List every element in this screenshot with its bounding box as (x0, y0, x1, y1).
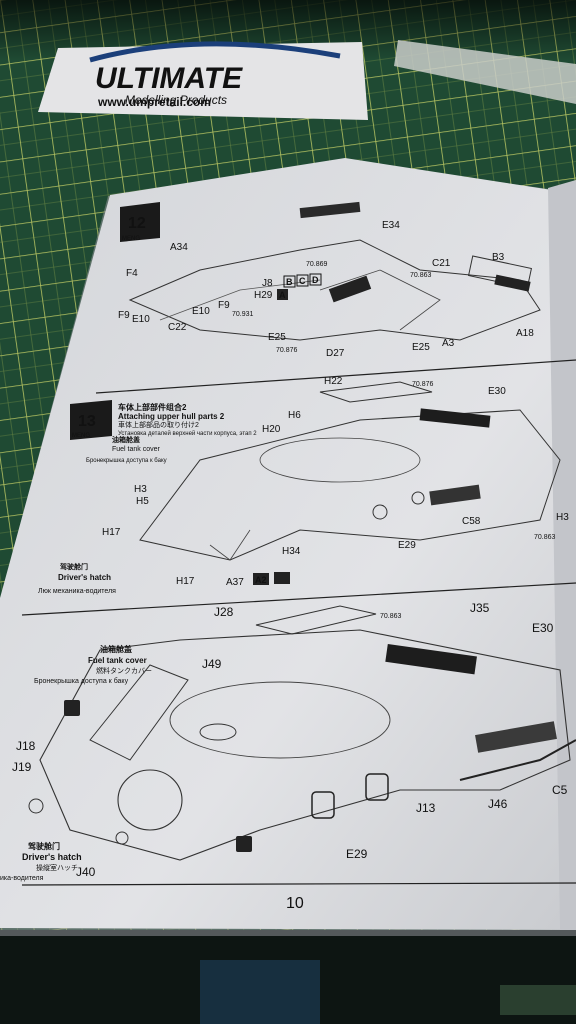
part-label: E29 (398, 540, 416, 551)
part-label: E29 (346, 847, 368, 861)
lower-labels: J28 J35 E30 J49 J18 J19 J40 E29 J13 J46 … (12, 601, 568, 879)
part-label: J35 (470, 601, 490, 615)
sticker-tagline: Modelling Products (125, 93, 227, 107)
hatch-label-cn: 驾驶舱门 (59, 562, 88, 571)
ultimate-sticker: ULTIMATE Modelling Products www.umpretai… (38, 41, 368, 120)
mat-corner (500, 985, 576, 1015)
part-label: H17 (176, 576, 195, 587)
step-13-paints: 70.876 70.863 (412, 381, 556, 541)
tag: B (286, 277, 293, 287)
step-13-meng: MENG (72, 433, 90, 439)
part-label: A3 (442, 338, 455, 349)
step-13-labels: H22 H6 H20 H3 H5 H17 H17 H34 C58 E29 A37… (102, 376, 569, 588)
paint-code: 70.863 (534, 534, 556, 541)
part-label: J18 (16, 739, 36, 753)
part-label: H5 (136, 496, 149, 507)
part-label: J8 (262, 278, 273, 289)
fuel-label-jp: 燃料タンクカバー (96, 666, 152, 675)
paint-code: 70.863 (410, 272, 432, 279)
fuel-label-ru: Бронекрышка доступа к баку (86, 458, 167, 464)
part-label: E30 (488, 386, 506, 397)
step-12-tags: B C D A (277, 273, 322, 300)
lower-step: J28 J35 E30 J49 J18 J19 J40 E29 J13 J46 … (0, 601, 576, 882)
part-label: H29 (254, 290, 273, 301)
step-12-paints: 70.869 70.863 70.931 70.876 (232, 261, 432, 354)
sticker-url: www.umpretail.com (97, 95, 211, 109)
part-label: J28 (214, 605, 234, 619)
part-label: F9 (218, 300, 230, 311)
part-label: A34 (170, 242, 188, 253)
part-label: H34 (282, 546, 301, 557)
tag: A (279, 290, 286, 300)
part-label: A18 (516, 328, 534, 339)
part-label: C22 (168, 322, 187, 333)
part-label: C5 (552, 783, 568, 797)
step-12: 12 MENG A34 F4 F9 E10 C22 E10 F9 J8 H29 … (118, 201, 541, 359)
part-label: C21 (432, 258, 451, 269)
part-label: F9 (118, 310, 130, 321)
part-label: J19 (12, 760, 32, 774)
part-label: B3 (492, 252, 505, 263)
blue-object (200, 960, 320, 1024)
step-13: 13 MENG 车体上部部件组合2 Attaching upper hull p… (38, 376, 569, 595)
tag: A2 (255, 575, 267, 585)
instruction-page (0, 158, 576, 936)
fuel-label-en: Fuel tank cover (88, 656, 147, 665)
step-12-labels: A34 F4 F9 E10 C22 E10 F9 J8 H29 E34 C21 … (118, 220, 534, 359)
part-label: H6 (288, 410, 301, 421)
part-label: E25 (412, 342, 430, 353)
hatch-label-en: Driver's hatch (22, 852, 82, 862)
part-label: E10 (192, 306, 210, 317)
part-label: J46 (488, 797, 508, 811)
fuel-label-ru: Бронекрышка доступа к баку (34, 677, 129, 685)
part-label: E30 (532, 621, 554, 635)
paint-code: 70.869 (306, 261, 328, 268)
part-label: A37 (226, 577, 244, 588)
paint-code: 70.863 (380, 613, 402, 620)
part-label: F4 (126, 268, 138, 279)
step-13-title-en: Attaching upper hull parts 2 (118, 412, 225, 421)
fuel-label-en: Fuel tank cover (112, 446, 161, 453)
part-label: J49 (202, 657, 222, 671)
sticker-brand: ULTIMATE (95, 62, 243, 95)
page-number: 10 (286, 895, 304, 912)
part-label: C58 (462, 516, 481, 527)
part-label: E10 (132, 314, 150, 325)
part-label: D27 (326, 348, 345, 359)
clear-ruler (394, 40, 576, 104)
fuel-label-cn: 油箱舱盖 (100, 644, 132, 654)
step-13-number: 13 (78, 413, 96, 430)
tag: D (312, 275, 319, 285)
tag: C (299, 276, 306, 286)
paint-code: 70.876 (412, 381, 434, 388)
paint-code: 70.931 (232, 311, 254, 318)
hatch-label-en: Driver's hatch (58, 573, 111, 582)
paint-code: 70.876 (276, 347, 298, 354)
step-13-title-cn: 车体上部部件组合2 (118, 402, 187, 412)
part-label: H3 (134, 484, 147, 495)
hatch-label-ru: ика-водителя (0, 875, 44, 882)
step-13-title-jp: 車体上部部品の取り付け2 (118, 420, 199, 429)
step-13-title-ru: Установка деталей верхней части корпуса,… (118, 430, 257, 437)
part-label: H22 (324, 376, 343, 387)
part-label: H20 (262, 424, 281, 435)
hatch-label-jp: 操縦室ハッチ (36, 863, 78, 872)
part-label: H17 (102, 527, 121, 538)
part-label: J13 (416, 801, 436, 815)
hatch-label-cn: 驾驶舱门 (27, 841, 60, 851)
part-label: J40 (76, 865, 96, 879)
part-label: H3 (556, 512, 569, 523)
part-label: E34 (382, 220, 400, 231)
hatch-label-ru: Люк механика-водителя (38, 588, 116, 595)
step-12-meng: MENG (122, 236, 140, 242)
step-12-number: 12 (128, 215, 146, 232)
part-label: E25 (268, 332, 286, 343)
fuel-label-cn: 油箱舱盖 (112, 435, 140, 444)
